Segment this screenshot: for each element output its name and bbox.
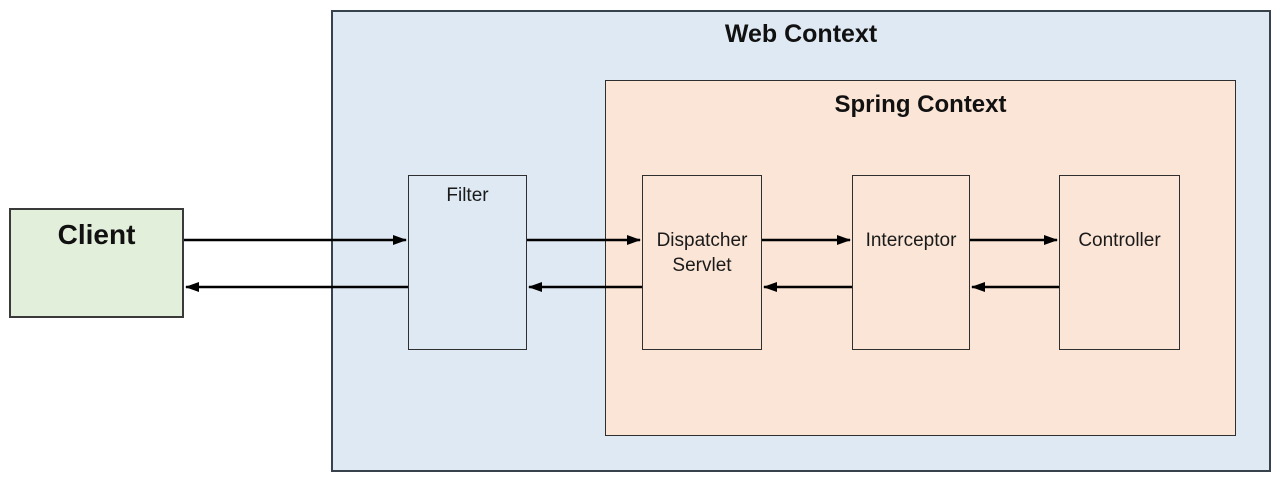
interceptor-node: Interceptor bbox=[852, 175, 970, 350]
web-context-title: Web Context bbox=[724, 20, 878, 48]
client-label: Client bbox=[57, 219, 136, 250]
spring-context-title: Spring Context bbox=[834, 91, 1007, 118]
filter-node: Filter bbox=[408, 175, 527, 350]
controller-node: Controller bbox=[1059, 175, 1180, 350]
dispatcher-servlet-node: Dispatcher Servlet bbox=[642, 175, 762, 350]
filter-label: Filter bbox=[446, 185, 489, 206]
client-node: Client bbox=[9, 208, 184, 318]
dispatcher-servlet-label: Dispatcher Servlet bbox=[656, 230, 748, 276]
interceptor-label: Interceptor bbox=[865, 230, 957, 251]
controller-label: Controller bbox=[1078, 230, 1161, 251]
